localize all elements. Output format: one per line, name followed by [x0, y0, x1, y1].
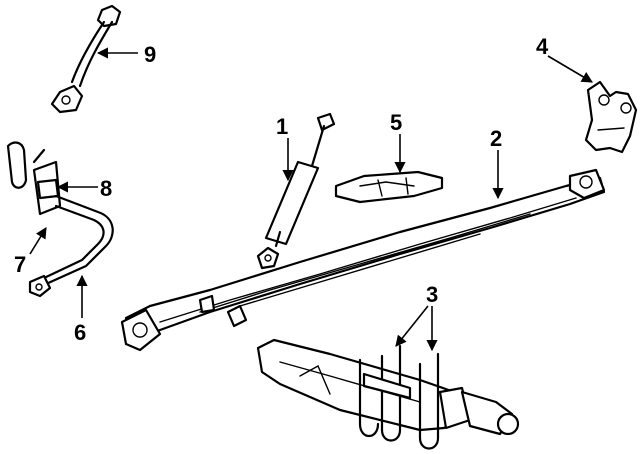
shock-absorber-part: [256, 112, 336, 270]
axle-and-u-bolts-part: [256, 338, 520, 450]
leader-lines: [29, 47, 593, 352]
callout-4: 4: [536, 34, 549, 59]
callout-8: 8: [100, 176, 112, 201]
spring-shackle-part: [584, 80, 638, 154]
leaf-spring-part: [120, 168, 606, 352]
callout-7: 7: [14, 252, 26, 277]
leader-7: [29, 227, 47, 255]
leader-3a: [395, 305, 429, 347]
stabilizer-bar-part: [6, 141, 114, 298]
callout-9: 9: [144, 42, 156, 67]
leader-4: [547, 55, 593, 83]
callout-1: 1: [276, 114, 288, 139]
callout-2: 2: [490, 126, 502, 151]
spacer-plate-part: [334, 170, 444, 204]
stabilizer-link-part: [50, 4, 122, 114]
callout-6: 6: [74, 320, 86, 345]
callout-3: 3: [426, 282, 438, 307]
callout-5: 5: [390, 110, 402, 135]
